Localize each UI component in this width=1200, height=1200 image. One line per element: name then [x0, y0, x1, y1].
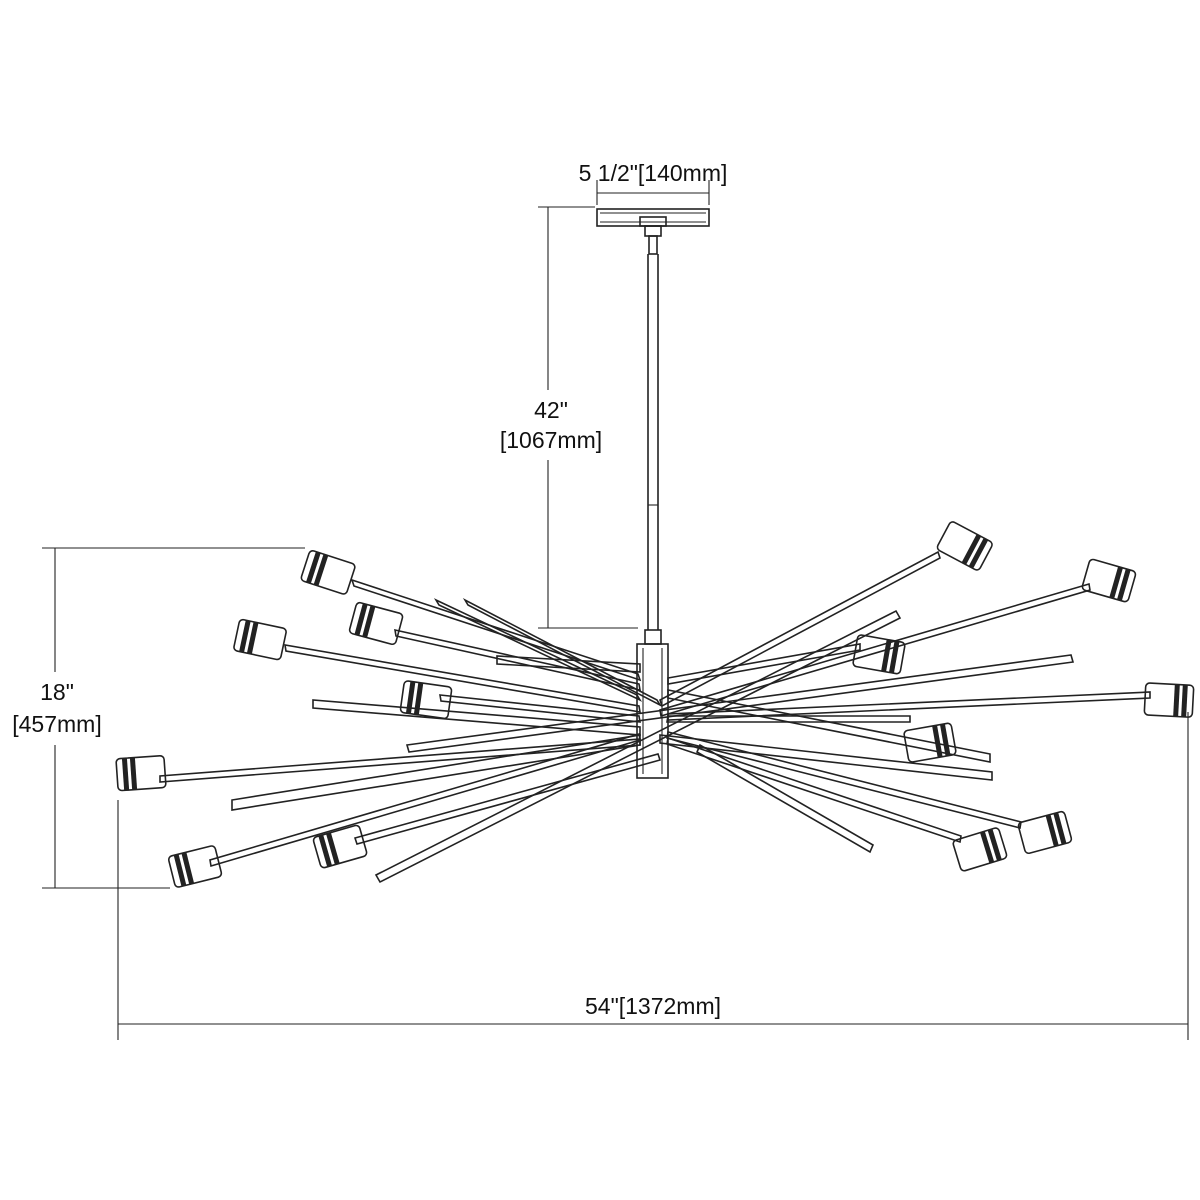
- light-socket: [936, 521, 993, 571]
- light-sockets: [115, 521, 1195, 888]
- rod: [394, 628, 641, 692]
- rod: [433, 598, 643, 702]
- rod: [209, 732, 641, 868]
- width-label: 54"[1372mm]: [585, 993, 721, 1019]
- rod: [695, 743, 875, 854]
- rod: [374, 609, 902, 884]
- light-socket: [300, 549, 356, 595]
- rod: [284, 644, 641, 713]
- canopy-width-label: 5 1/2"[140mm]: [579, 160, 728, 186]
- dimension-canopy-width: 5 1/2"[140mm]: [579, 160, 728, 205]
- rod: [496, 655, 641, 673]
- socket-rods: [159, 550, 1151, 868]
- rod: [659, 734, 993, 781]
- dimension-rod-length: 42" [1067mm]: [500, 206, 638, 629]
- rod: [666, 731, 1022, 829]
- rod: [462, 597, 663, 708]
- height-mm-label: [457mm]: [12, 711, 101, 737]
- rod: [667, 643, 861, 685]
- light-socket: [1017, 810, 1073, 855]
- light-socket: [952, 827, 1008, 872]
- rod: [666, 736, 962, 844]
- light-socket: [399, 680, 453, 720]
- rod: [659, 582, 1091, 718]
- rod: [439, 694, 641, 723]
- dimension-height: 18" [457mm]: [12, 547, 305, 889]
- rod-length-mm-label: [1067mm]: [500, 427, 602, 453]
- light-socket: [167, 845, 223, 888]
- light-socket: [115, 754, 167, 792]
- light-socket: [233, 618, 287, 661]
- rod: [159, 738, 641, 783]
- rod: [405, 654, 1075, 753]
- dimension-width: 54"[1372mm]: [117, 712, 1189, 1040]
- stem-rod: [644, 254, 662, 645]
- rod: [659, 550, 941, 708]
- rod: [666, 715, 911, 723]
- light-socket: [1143, 682, 1195, 718]
- light-socket: [852, 634, 906, 675]
- light-socket: [348, 601, 404, 646]
- canopy: [596, 208, 710, 255]
- rod: [350, 578, 642, 682]
- light-socket: [312, 824, 368, 869]
- height-inch-label: 18": [40, 679, 74, 705]
- rod: [353, 753, 662, 845]
- light-socket: [903, 722, 957, 763]
- rod-length-inch-label: 42": [534, 397, 568, 423]
- light-socket: [1081, 558, 1137, 603]
